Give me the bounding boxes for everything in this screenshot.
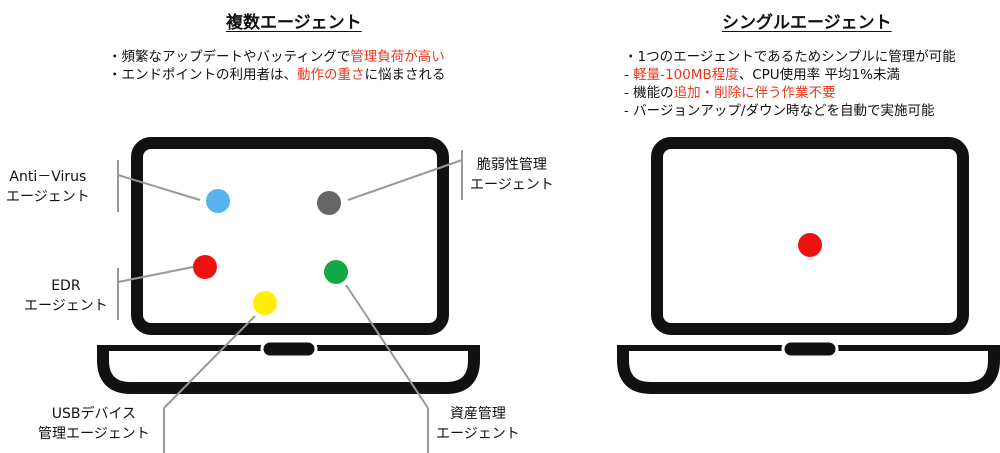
multi-agent-title: 複数エージェント <box>226 13 362 33</box>
bullet-2-suffix: に悩まされる <box>364 67 446 83</box>
asset-label-line-1: 資産管理 <box>449 406 506 422</box>
asset-label: 資産管理 エージェント <box>436 404 520 444</box>
line-2-highlight: 軽量-100MB程度 <box>633 67 739 83</box>
usb-connector <box>163 315 256 409</box>
laptop-trackpad-notch <box>781 339 839 359</box>
single-bullet-line-3: - 機能の追加・削除に伴う作業不要 <box>624 84 956 102</box>
edr-agent-dot <box>193 255 217 279</box>
vuln-connector <box>347 159 463 201</box>
laptop-base <box>617 345 1000 394</box>
laptop-screen <box>651 137 969 335</box>
bullet-2-text: ・エンドポイントの利用者は、 <box>108 67 297 83</box>
usb-label-line-1: USBデバイス <box>51 406 137 422</box>
vulnerability-label: 脆弱性管理 エージェント <box>470 155 554 195</box>
multi-agent-bullets: ・頻繁なアップデートやバッティングで管理負荷が高い ・エンドポイントの利用者は、… <box>108 48 446 84</box>
edr-label: EDR エージェント <box>24 276 108 316</box>
edr-label-line-2: エージェント <box>24 298 108 314</box>
single-bullet-line-4: - バージョンアップ/ダウン時などを自動で実施可能 <box>624 103 935 119</box>
antivirus-label-line-2: エージェント <box>6 189 90 205</box>
single-bullet-line-2: - 軽量-100MB程度、CPU使用率 平均1%未満 <box>624 66 956 84</box>
antivirus-agent-dot <box>206 189 230 213</box>
single-agent-panel: シングルエージェント ・1つのエージェントであるためシンプルに管理が可能 - 軽… <box>560 0 1000 453</box>
bullet-1-highlight: 管理負荷が高い <box>350 49 445 65</box>
antivirus-label-line-1: Anti－Virus <box>9 169 87 185</box>
laptop-base <box>97 345 480 394</box>
line-2-suffix: 、CPU使用率 平均1%未満 <box>738 67 900 83</box>
vulnerability-label-line-2: エージェント <box>470 177 554 193</box>
line-3-prefix: - 機能の <box>624 85 674 101</box>
laptop-trackpad-notch <box>260 339 318 359</box>
multi-agent-panel: 複数エージェント ・頻繁なアップデートやバッティングで管理負荷が高い ・エンドポ… <box>6 13 554 453</box>
asset-label-line-2: エージェント <box>436 426 520 442</box>
vulnerability-agent-dot <box>317 191 341 215</box>
usb-agent-dot <box>253 291 277 315</box>
single-agent-dot <box>798 233 822 257</box>
line-3-highlight: 追加・削除に伴う作業不要 <box>673 85 836 101</box>
vulnerability-label-line-1: 脆弱性管理 <box>476 157 547 173</box>
single-agent-bullets: ・1つのエージェントであるためシンプルに管理が可能 - 軽量-100MB程度、C… <box>624 48 956 120</box>
antivirus-label: Anti－Virus エージェント <box>6 167 90 207</box>
antivirus-connector <box>117 174 201 201</box>
single-agent-laptop-diagram <box>617 137 1000 394</box>
single-bullet-line-1: ・1つのエージェントであるためシンプルに管理が可能 <box>624 49 956 65</box>
bullet-line-1: ・頻繁なアップデートやバッティングで管理負荷が高い <box>108 48 446 66</box>
usb-label: USBデバイス 管理エージェント <box>38 404 150 444</box>
edr-connector <box>117 266 194 283</box>
laptop-screen <box>131 137 449 335</box>
asset-connector <box>345 284 429 409</box>
bullet-line-2: ・エンドポイントの利用者は、動作の重さに悩まされる <box>108 66 446 84</box>
multi-agent-laptop-diagram <box>97 137 480 453</box>
single-agent-title: シングルエージェント <box>722 13 892 33</box>
edr-label-line-1: EDR <box>51 278 81 294</box>
asset-agent-dot <box>324 260 348 284</box>
line-2-prefix: - <box>624 67 634 83</box>
bullet-1-text: ・頻繁なアップデートやバッティングで <box>108 49 351 65</box>
bullet-2-highlight: 動作の重さ <box>297 67 365 83</box>
usb-label-line-2: 管理エージェント <box>38 426 150 442</box>
